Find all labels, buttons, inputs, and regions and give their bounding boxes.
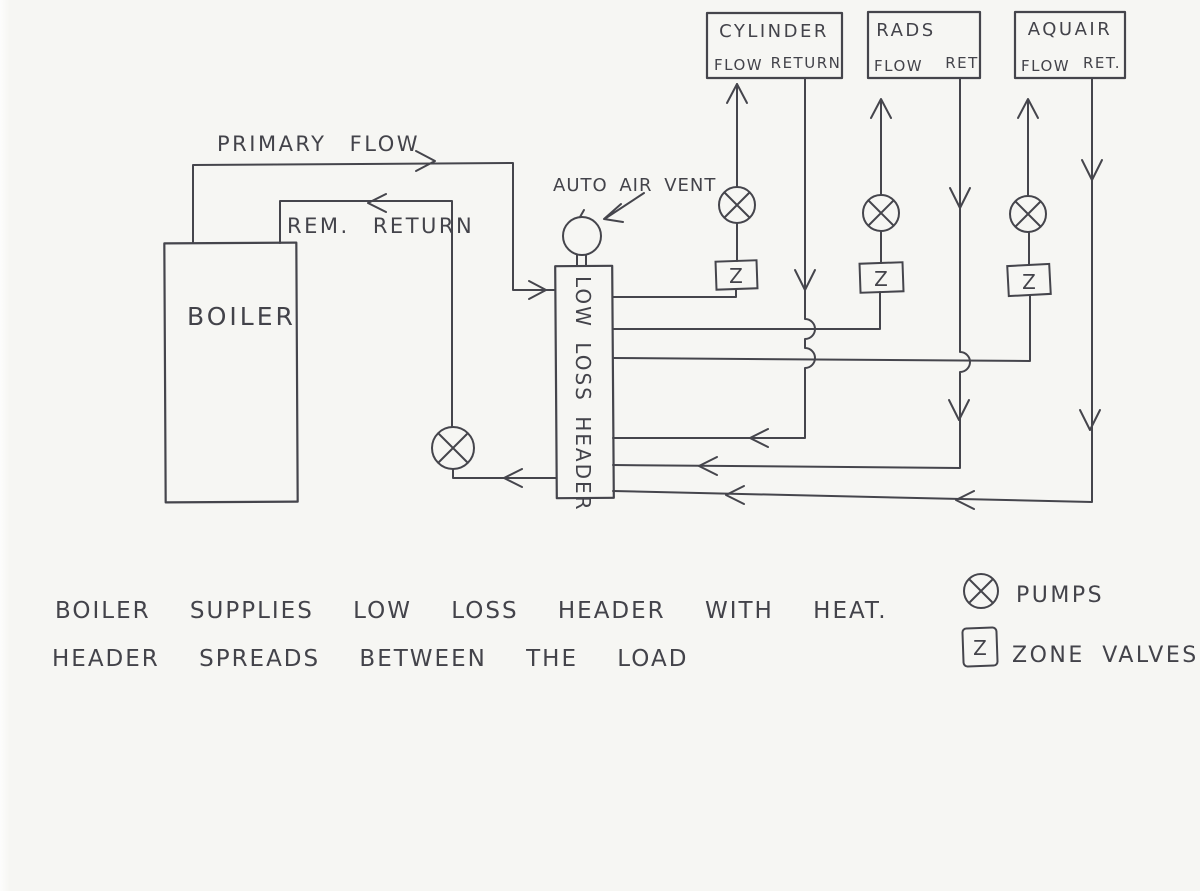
rads-branch: RADS FLOW RET Z xyxy=(612,10,982,476)
primary-flow-pipe: PRIMARY FLOW xyxy=(192,132,555,300)
zone-valve-letter: Z xyxy=(874,267,888,291)
primary-return-label: REM. RETURN xyxy=(287,214,474,238)
vent-pointer-arrow-icon xyxy=(603,192,645,223)
rads-box xyxy=(866,10,982,80)
boiler-label: BOILER xyxy=(187,302,296,331)
aquair-branch: AQUAIR FLOW RET. Z xyxy=(612,10,1127,510)
return-arrow-icon xyxy=(1079,409,1101,431)
cylinder-box xyxy=(705,11,844,80)
return-arrow-icon xyxy=(367,193,387,213)
boiler-box xyxy=(163,241,299,504)
aquair-pump-icon xyxy=(1009,195,1047,233)
cylinder-pump-icon xyxy=(718,186,756,224)
return-arrow-icon xyxy=(948,399,970,421)
aquair-box xyxy=(1013,10,1127,80)
zone-valve-letter: Z xyxy=(973,636,987,660)
flow-arrow-icon xyxy=(528,280,547,300)
low-loss-header-box xyxy=(554,264,615,500)
primary-return-pipe: REM. RETURN xyxy=(279,193,557,488)
rads-return-label: RET xyxy=(945,54,979,72)
return-arrow-icon xyxy=(698,456,718,476)
return-arrow-icon xyxy=(1081,159,1103,181)
aquair-flow-label: FLOW xyxy=(1021,57,1070,75)
cylinder-title: CYLINDER xyxy=(719,21,829,42)
legend-pumps-label: PUMPS xyxy=(1016,583,1104,608)
legend-pump-icon xyxy=(963,573,999,609)
note-line-2: HEADER SPREADS BETWEEN THE LOAD xyxy=(52,646,688,672)
legend-zone-valves-label: ZONE VALVES xyxy=(1012,643,1199,668)
zone-valve-letter: Z xyxy=(729,264,743,288)
legend: PUMPS Z ZONE VALVES xyxy=(961,573,1199,668)
note-line-1: BOILER SUPPLIES LOW LOSS HEADER WITH HEA… xyxy=(55,598,888,624)
flow-arrow-icon xyxy=(1017,98,1039,119)
return-arrow-icon xyxy=(949,187,971,209)
return-arrow-icon xyxy=(955,490,975,510)
return-arrow-icon xyxy=(749,428,769,448)
aquair-title: AQUAIR xyxy=(1028,19,1112,40)
rads-pump-icon xyxy=(862,194,900,232)
flow-arrow-icon xyxy=(415,150,436,172)
auto-air-vent-icon xyxy=(562,209,602,267)
auto-air-vent-label: AUTO AIR VENT xyxy=(553,175,716,196)
aquair-return-label: RET. xyxy=(1083,54,1121,72)
notes: BOILER SUPPLIES LOW LOSS HEADER WITH HEA… xyxy=(52,598,888,672)
cylinder-return-label: RETURN xyxy=(771,54,842,72)
return-arrow-icon xyxy=(794,269,816,291)
legend-zone-valve-icon: Z xyxy=(961,626,999,668)
cylinder-branch: CYLINDER FLOW RETURN Z xyxy=(612,11,844,448)
low-loss-header-label: LOW LOSS HEADER xyxy=(571,276,595,512)
return-arrow-icon xyxy=(503,468,523,488)
primary-flow-label: PRIMARY FLOW xyxy=(217,132,420,156)
low-loss-header: LOW LOSS HEADER AUTO AIR VENT xyxy=(553,175,716,512)
cylinder-flow-label: FLOW xyxy=(714,56,763,74)
return-arrow-icon xyxy=(725,485,745,505)
flow-arrow-icon xyxy=(870,98,892,119)
rads-flow-label: FLOW xyxy=(874,57,923,75)
flow-arrow-icon xyxy=(726,83,748,104)
rads-title: RADS xyxy=(876,20,935,41)
boiler-return-pump-icon xyxy=(431,426,475,470)
boiler: BOILER xyxy=(163,241,299,504)
zone-valve-letter: Z xyxy=(1022,270,1036,294)
